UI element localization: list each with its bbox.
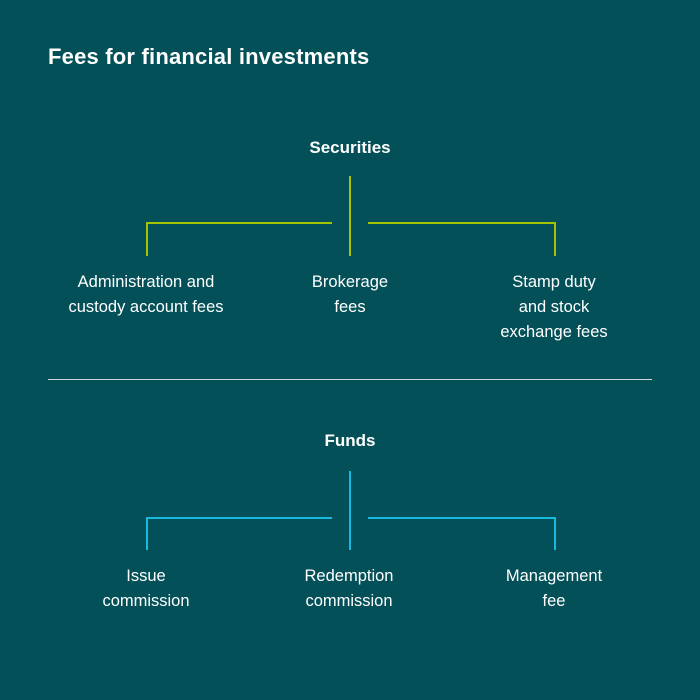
leaf-securities-1: Administration and custody account fees [26,270,266,320]
connector-bar-right-funds [368,517,556,519]
leaf-funds-3: Management fee [464,564,644,614]
section-divider [48,379,652,380]
connector-bar-left-funds [146,517,332,519]
leaf-securities-2-line1: Brokerage [311,273,389,291]
leaf-funds-1: Issue commission [56,564,236,614]
leaf-funds-2: Redemption commission [258,564,440,614]
leaf-securities-1-line2: custody account fees [68,298,224,316]
leaf-funds-1-line2: commission [102,592,190,610]
leaf-securities-2-line2: fees [334,298,366,316]
leaf-funds-2-line2: commission [305,592,393,610]
section-heading-securities: Securities [309,138,391,157]
leaf-securities-1-line1: Administration and [77,273,215,291]
leaf-funds-1-line1: Issue [126,567,166,585]
connector-stem-securities [349,176,351,256]
leaf-securities-3-line1: Stamp duty [512,273,596,291]
connector-stem-funds [349,471,351,550]
connector-bar-left-securities [146,222,332,224]
connector-drop-right-securities [554,222,556,256]
leaf-funds-3-line2: fee [542,592,566,610]
connector-drop-left-securities [146,222,148,256]
leaf-securities-3: Stamp duty and stock exchange fees [458,270,650,345]
leaf-funds-2-line1: Redemption [304,567,394,585]
page-title: Fees for financial investments [48,44,370,69]
section-heading-funds: Funds [324,431,376,450]
connector-drop-right-funds [554,517,556,550]
leaf-securities-3-line3: exchange fees [500,323,608,341]
leaf-funds-3-line1: Management [505,567,603,585]
connector-drop-left-funds [146,517,148,550]
connector-bar-right-securities [368,222,556,224]
leaf-securities-2: Brokerage fees [270,270,430,320]
leaf-securities-3-line2: and stock [518,298,590,316]
